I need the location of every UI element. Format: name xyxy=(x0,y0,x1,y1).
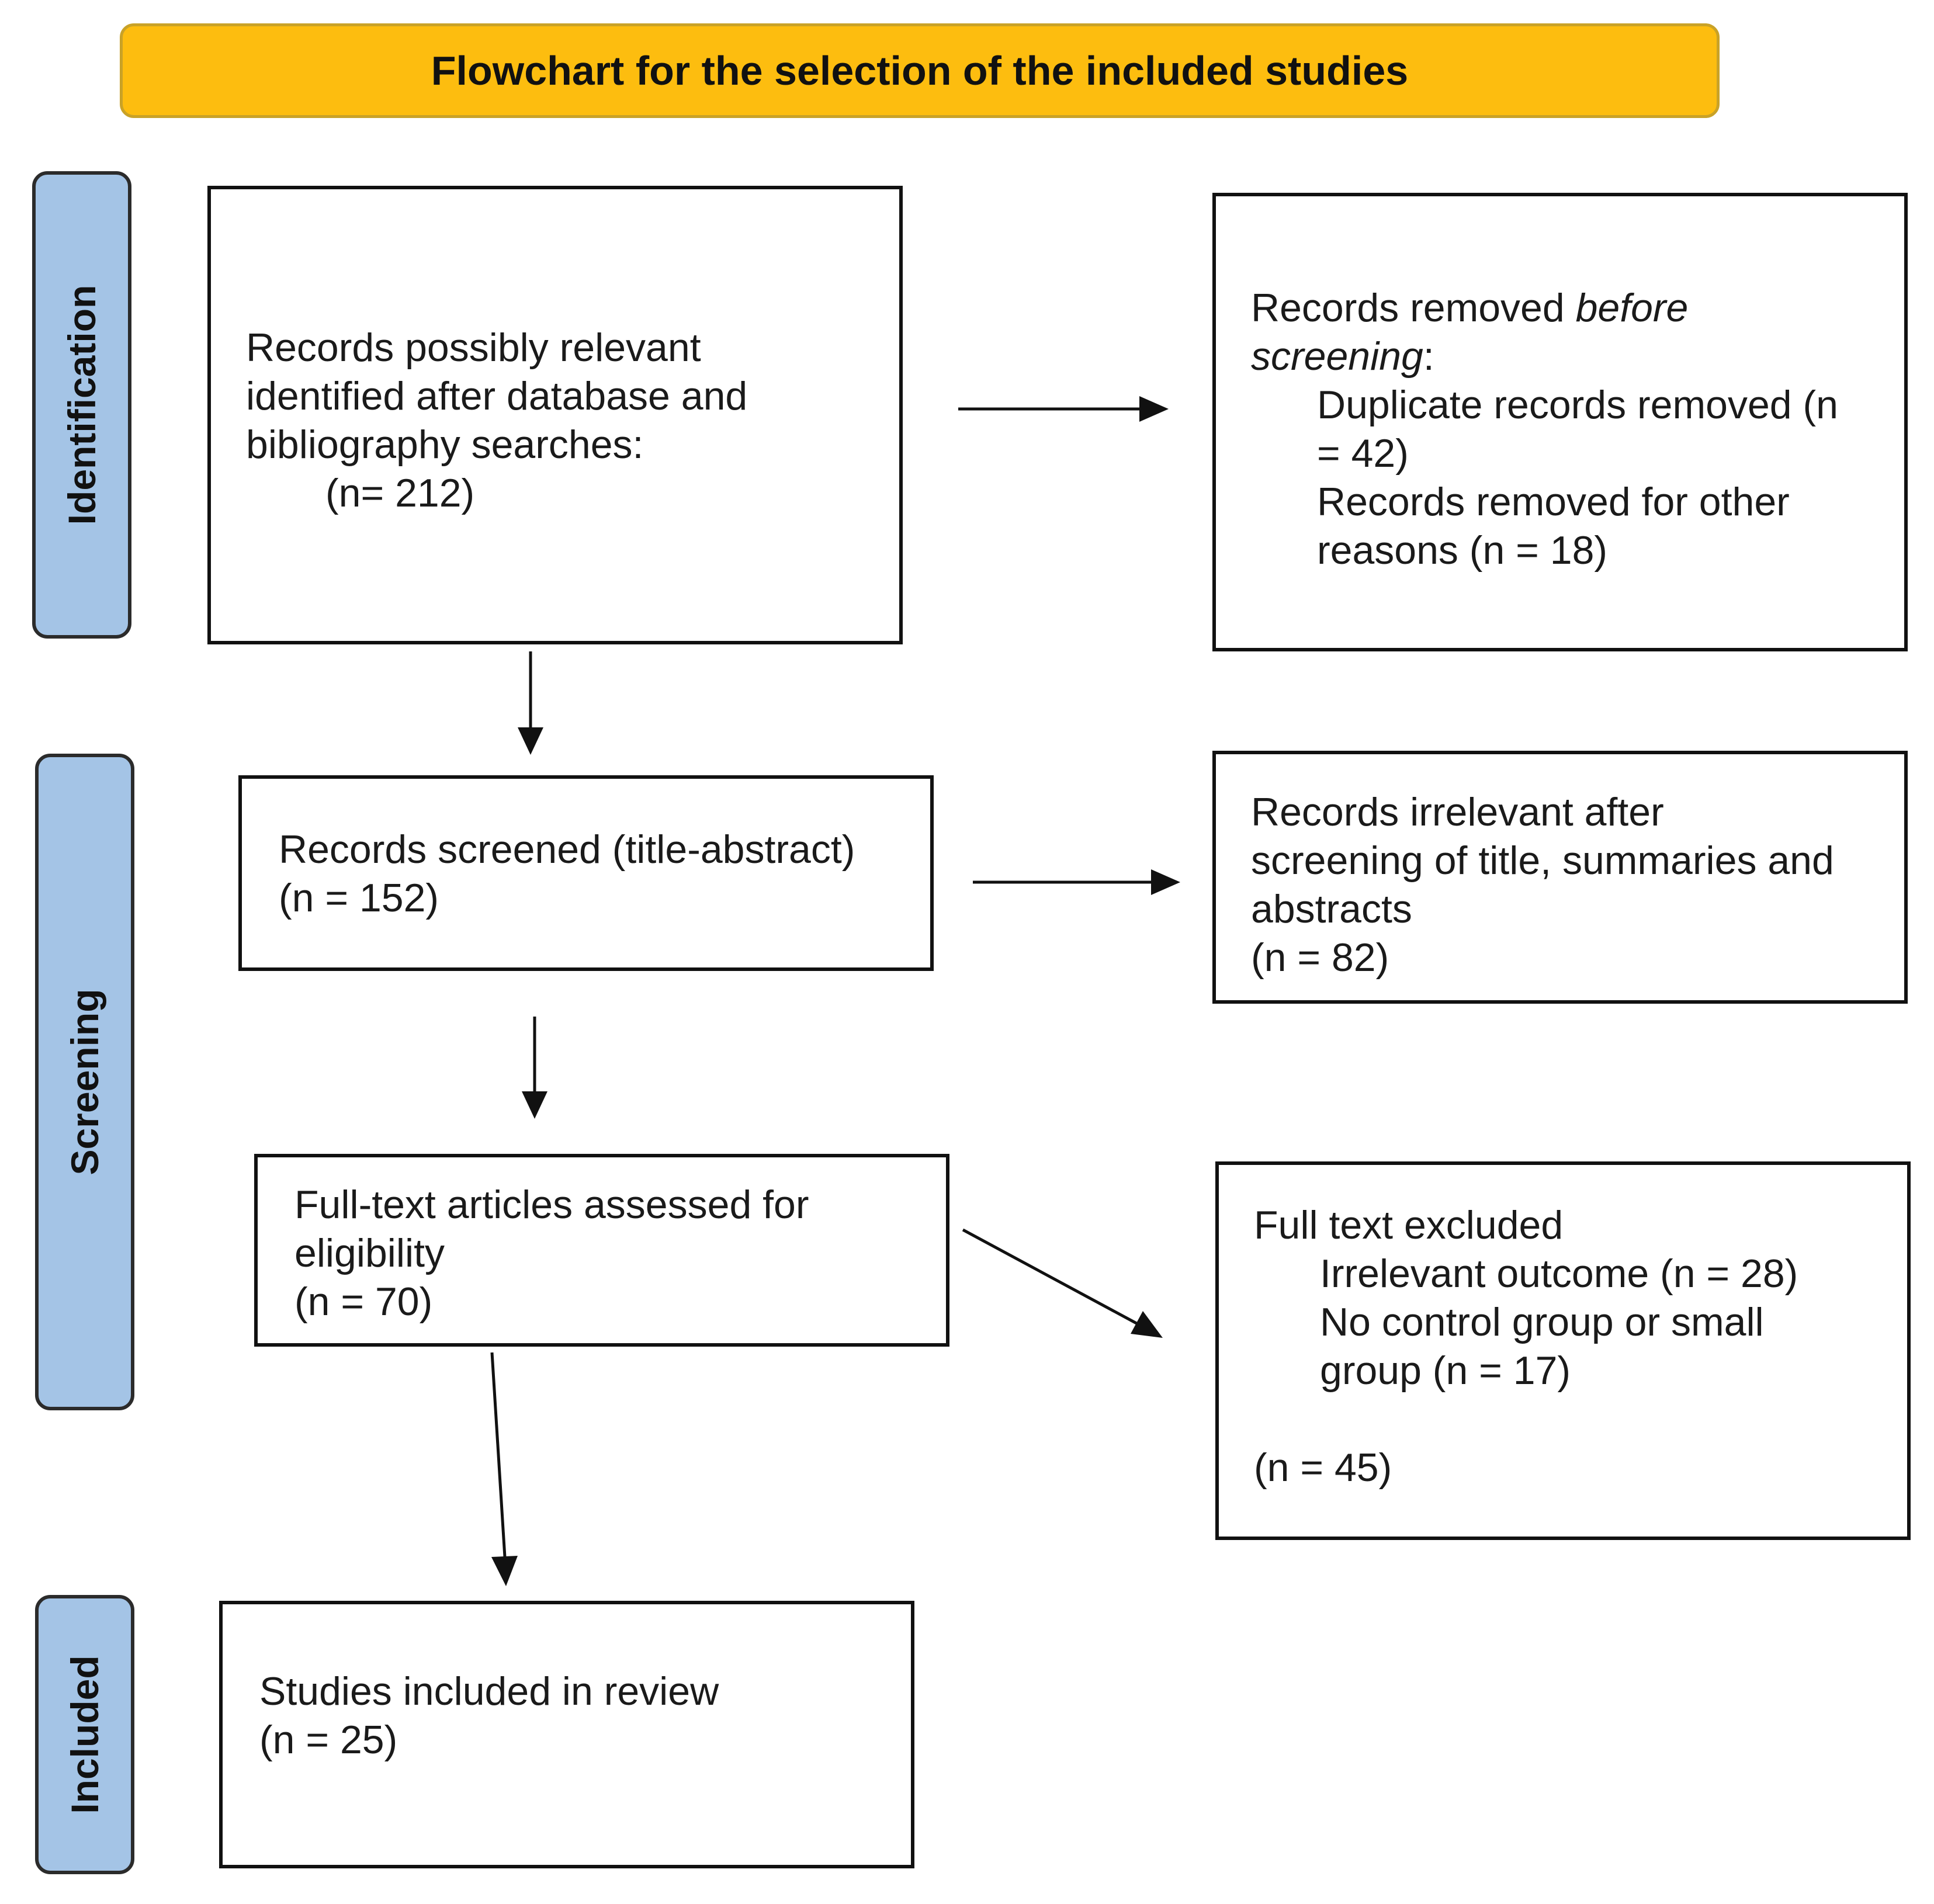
excluded-reason-2-line-2: group (n = 17) xyxy=(1320,1348,1571,1393)
studies-included-box: Studies included in review (n = 25) xyxy=(219,1601,914,1868)
excluded-reason-2-line-1: No control group or small xyxy=(1320,1300,1764,1344)
identified-count: (n= 212) xyxy=(325,471,475,515)
fulltext-line-2: eligibility xyxy=(294,1231,445,1275)
stage-identification: Identification xyxy=(32,171,131,639)
duplicates-line-1: Duplicate records removed (n xyxy=(1317,383,1838,427)
arrow-identified-to-screened xyxy=(518,651,543,755)
identified-records-box: Records possibly relevant identified aft… xyxy=(207,186,903,644)
identified-line-2: identified after database and xyxy=(246,374,748,418)
removed-heading-line-2: screening: xyxy=(1251,332,1434,381)
removed-heading-text: Records removed xyxy=(1251,286,1576,330)
excluded-reason-1: Irrelevant outcome (n = 28) xyxy=(1320,1251,1798,1296)
arrow-screened-to-fulltext xyxy=(522,1017,547,1119)
records-screened-box: Records screened (title-abstract) (n = 1… xyxy=(238,775,934,971)
removed-heading-screening: screening xyxy=(1251,334,1423,379)
arrow-fulltext-to-excluded xyxy=(962,1228,1163,1338)
excluded-count: (n = 45) xyxy=(1254,1445,1392,1490)
duplicates-line-2: = 42) xyxy=(1317,431,1409,476)
screened-count: (n = 152) xyxy=(279,876,439,920)
excluded-heading: Full text excluded xyxy=(1254,1203,1564,1247)
removed-heading-line-1: Records removed before xyxy=(1251,284,1688,332)
fulltext-line-1: Full-text articles assessed for xyxy=(294,1182,809,1227)
identified-line-3: bibliography searches: xyxy=(246,422,644,467)
fulltext-count: (n = 70) xyxy=(294,1279,433,1324)
arrow-screened-to-irrelevant xyxy=(973,869,1180,895)
other-reasons-line-1: Records removed for other xyxy=(1317,480,1790,524)
records-irrelevant-box: Records irrelevant after screening of ti… xyxy=(1212,751,1908,1004)
included-line-1: Studies included in review xyxy=(259,1669,719,1714)
flowchart-title: Flowchart for the selection of the inclu… xyxy=(120,23,1720,118)
other-reasons-line-2: reasons (n = 18) xyxy=(1317,528,1608,573)
stage-screening: Screening xyxy=(35,754,134,1410)
identified-line-1: Records possibly relevant xyxy=(246,325,701,370)
fulltext-assessed-box: Full-text articles assessed for eligibil… xyxy=(254,1154,949,1347)
arrow-fulltext-to-included xyxy=(490,1352,518,1586)
removed-heading-emphasis: before xyxy=(1575,286,1689,330)
irrelevant-line-2: screening of title, summaries and xyxy=(1251,838,1834,883)
fulltext-excluded-box: Full text excluded Irrelevant outcome (n… xyxy=(1215,1161,1911,1540)
removed-heading-colon: : xyxy=(1423,334,1434,379)
irrelevant-line-1: Records irrelevant after xyxy=(1251,790,1664,834)
removed-before-screening-box: Records removed before screening: Duplic… xyxy=(1212,193,1908,651)
irrelevant-count: (n = 82) xyxy=(1251,935,1389,980)
included-count: (n = 25) xyxy=(259,1718,398,1762)
screened-line-1: Records screened (title-abstract) xyxy=(279,827,855,872)
stage-included: Included xyxy=(35,1595,134,1874)
arrow-identified-to-removed xyxy=(958,396,1169,422)
irrelevant-line-3: abstracts xyxy=(1251,887,1412,931)
